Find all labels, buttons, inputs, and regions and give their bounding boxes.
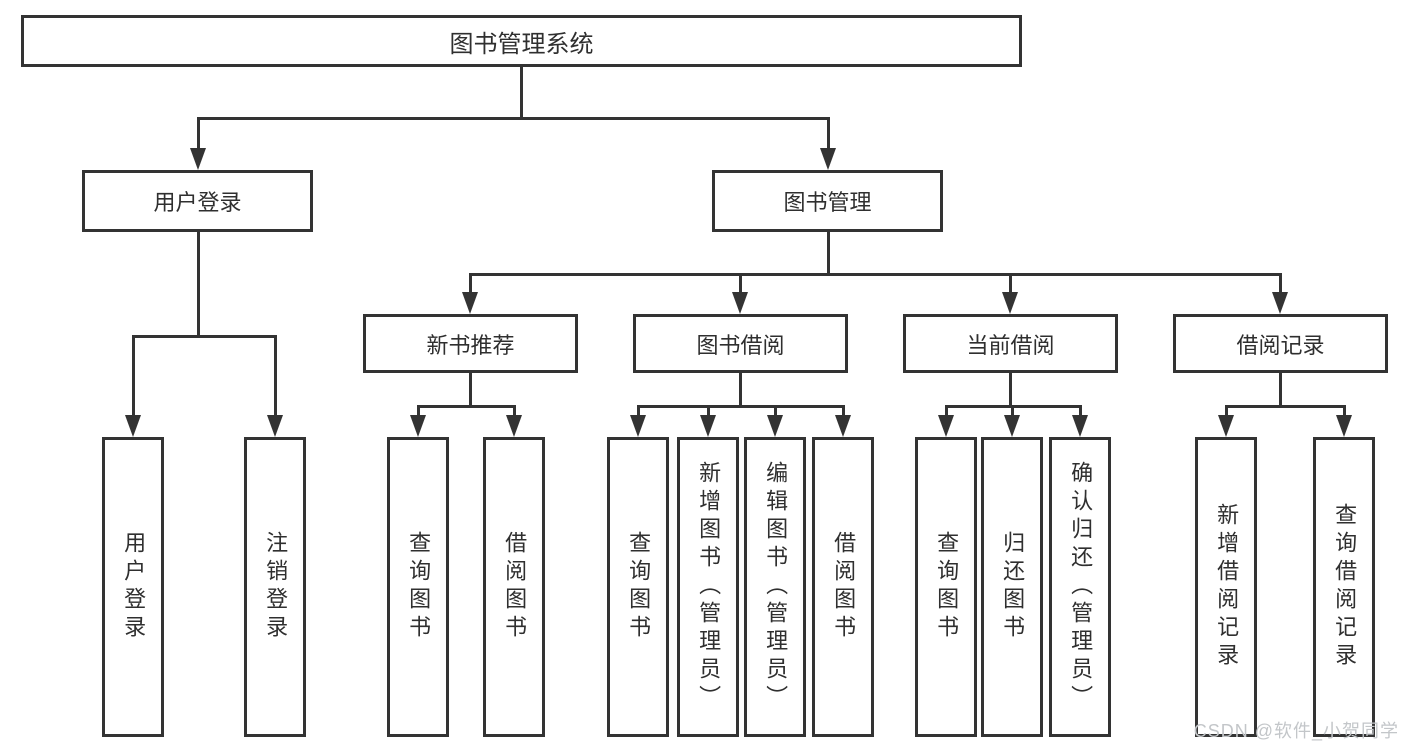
arrow-down-icon [1218,415,1234,437]
leaf-query-borrow-record-label: 查询借阅记录 [1332,503,1358,671]
node-borrowing-records: 借阅记录 [1173,314,1388,373]
connector-line [1343,405,1346,418]
connector-line [197,232,200,335]
connector-line [469,273,472,295]
arrow-down-icon [835,415,851,437]
connector-line [274,335,277,417]
node-current-borrowing: 当前借阅 [903,314,1118,373]
connector-line [842,405,845,418]
leaf-logout: 注销登录 [244,437,306,737]
connector-line [637,405,640,418]
arrow-down-icon [1272,292,1288,314]
leaf-query-books-current-label: 查询图书 [934,531,960,643]
arrow-down-icon [767,415,783,437]
arrow-down-icon [267,415,283,437]
arrow-down-icon [732,292,748,314]
connector-line [520,67,523,118]
leaf-query-borrow-record: 查询借阅记录 [1313,437,1375,737]
connector-line [637,405,845,408]
connector-line [774,405,777,418]
leaf-borrow-books-label: 借阅图书 [831,531,857,643]
connector-line [469,273,1282,276]
leaf-logout-label: 注销登录 [263,531,289,643]
node-book-borrowing: 图书借阅 [633,314,848,373]
leaf-edit-books-admin-label: 编辑图书（管理员） [763,461,789,713]
leaf-user-login-label: 用户登录 [121,531,147,643]
node-new-book-recommend: 新书推荐 [363,314,578,373]
arrow-down-icon [1002,292,1018,314]
connector-line [417,405,516,408]
arrow-down-icon [1072,415,1088,437]
leaf-borrow-books-recommend-label: 借阅图书 [502,531,528,643]
leaf-add-borrow-record: 新增借阅记录 [1195,437,1257,737]
arrow-down-icon [1004,415,1020,437]
leaf-query-books-current: 查询图书 [915,437,977,737]
leaf-return-books: 归还图书 [981,437,1043,737]
connector-line [132,335,276,338]
leaf-add-borrow-record-label: 新增借阅记录 [1214,503,1240,671]
connector-line [1279,273,1282,295]
arrow-down-icon [820,148,836,170]
leaf-query-books-recommend: 查询图书 [387,437,449,737]
leaf-add-books-admin-label: 新增图书（管理员） [696,461,722,713]
connector-line [197,117,200,150]
connector-line [197,117,830,120]
arrow-down-icon [125,415,141,437]
connector-line [739,373,742,407]
arrow-down-icon [938,415,954,437]
node-library-management-system: 图书管理系统 [21,15,1022,67]
arrow-down-icon [190,148,206,170]
connector-line [1009,273,1012,295]
arrow-down-icon [630,415,646,437]
connector-line [827,117,830,150]
connector-line [1225,405,1228,418]
arrow-down-icon [1336,415,1352,437]
arrow-down-icon [700,415,716,437]
arrow-down-icon [410,415,426,437]
node-book-management: 图书管理 [712,170,943,232]
leaf-query-books-borrowing-label: 查询图书 [626,531,652,643]
leaf-user-login: 用户登录 [102,437,164,737]
leaf-return-books-label: 归还图书 [1000,531,1026,643]
connector-line [417,405,420,418]
connector-line [945,405,948,418]
leaf-borrow-books-recommend: 借阅图书 [483,437,545,737]
connector-line [739,273,742,295]
leaf-confirm-return-admin: 确认归还（管理员） [1049,437,1111,737]
arrow-down-icon [506,415,522,437]
connector-line [1079,405,1082,418]
node-user-login: 用户登录 [82,170,313,232]
connector-line [469,373,472,407]
leaf-confirm-return-admin-label: 确认归还（管理员） [1068,461,1094,713]
connector-line [132,335,135,417]
connector-line [513,405,516,418]
csdn-watermark: CSDN @软件_小贺同学 [1193,721,1399,741]
arrow-down-icon [462,292,478,314]
connector-line [707,405,710,418]
leaf-borrow-books: 借阅图书 [812,437,874,737]
leaf-add-books-admin: 新增图书（管理员） [677,437,739,737]
leaf-query-books-borrowing: 查询图书 [607,437,669,737]
leaf-query-books-recommend-label: 查询图书 [406,531,432,643]
connector-line [827,232,830,276]
connector-line [1279,373,1282,407]
connector-line [1011,405,1014,418]
connector-line [1225,405,1346,408]
leaf-edit-books-admin: 编辑图书（管理员） [744,437,806,737]
connector-line [1009,373,1012,407]
